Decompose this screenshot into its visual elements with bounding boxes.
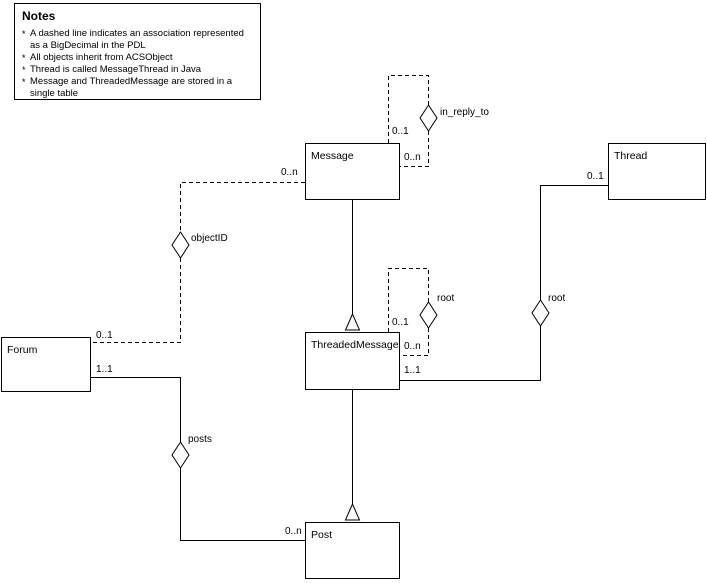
entity-message-label: Message (311, 150, 354, 162)
entity-forum: Forum (1, 337, 91, 392)
entity-post-label: Post (311, 529, 333, 541)
dashed-connector (91, 258, 181, 343)
association-label-objectid: objectID (191, 233, 228, 244)
association-posts (91, 377, 305, 541)
association-root-thread (400, 185, 608, 381)
association-label-in-reply-to: in_reply_to (440, 107, 489, 118)
association-label-root-self: root (437, 293, 455, 304)
multiplicity-thread-root: 0..1 (587, 171, 604, 182)
note-text: A dashed line indicates an association r… (30, 28, 244, 51)
solid-connector (180, 468, 305, 541)
entity-post: Post (305, 522, 400, 579)
multiplicity-forum-objectid: 0..1 (96, 330, 113, 341)
association-root-self (388, 268, 438, 356)
bullet-icon: * (22, 29, 26, 39)
association-diamond-icon (419, 104, 438, 132)
note-text: All objects inherit from ACSObject (30, 52, 173, 63)
association-diamond-icon (171, 441, 190, 469)
association-label-root-thread: root (548, 293, 566, 304)
note-item: * All objects inherit from ACSObject (22, 52, 253, 64)
multiplicity-tm-loop-source: 0..n (404, 341, 421, 352)
bullet-icon: * (22, 65, 26, 75)
notes-title: Notes (22, 9, 56, 23)
multiplicity-message-loop-target: 0..1 (392, 126, 409, 137)
dashed-connector (400, 131, 429, 167)
multiplicity-message-loop-source: 0..n (404, 152, 421, 163)
entity-threadedmessage: ThreadedMessage (305, 332, 400, 390)
generalization-triangle-icon (344, 312, 361, 331)
solid-connector (91, 377, 181, 442)
association-diamond-icon (531, 299, 550, 327)
solid-connector (400, 326, 541, 381)
entity-thread: Thread (608, 143, 706, 200)
bullet-icon: * (22, 53, 26, 63)
generalization-threadedmessage-to-message (344, 200, 361, 331)
multiplicity-tm-loop-target: 0..1 (392, 317, 409, 328)
association-diamond-icon (171, 231, 190, 259)
note-text: Thread is called MessageThread in Java (30, 64, 202, 75)
multiplicity-message-objectid: 0..n (281, 167, 298, 178)
dashed-connector (388, 268, 429, 332)
association-label-posts: posts (188, 434, 212, 445)
multiplicity-forum-posts: 1..1 (96, 364, 113, 375)
note-item: * Message and ThreadedMessage are stored… (22, 76, 253, 100)
entity-threadedmessage-label: ThreadedMessage (311, 339, 399, 351)
generalization-post-to-threadedmessage (344, 390, 361, 521)
bullet-icon: * (22, 77, 26, 87)
dashed-connector (400, 328, 429, 356)
association-objectid (91, 182, 305, 343)
association-in-reply-to (388, 75, 438, 167)
entity-thread-label: Thread (614, 150, 648, 162)
note-text: Message and ThreadedMessage are stored i… (30, 76, 233, 99)
multiplicity-tm-root: 1..1 (404, 365, 421, 376)
dashed-connector (180, 182, 305, 232)
association-diamond-icon (419, 301, 438, 329)
entity-forum-label: Forum (7, 344, 38, 356)
dashed-connector (388, 75, 429, 143)
note-item: * Thread is called MessageThread in Java (22, 64, 253, 76)
multiplicity-post-posts: 0..n (285, 526, 302, 537)
solid-connector (540, 185, 608, 300)
entity-message: Message (305, 143, 400, 200)
notes-box: Notes * A dashed line indicates an assoc… (14, 3, 261, 100)
generalization-triangle-icon (344, 502, 361, 521)
note-item: * A dashed line indicates an association… (22, 28, 253, 52)
